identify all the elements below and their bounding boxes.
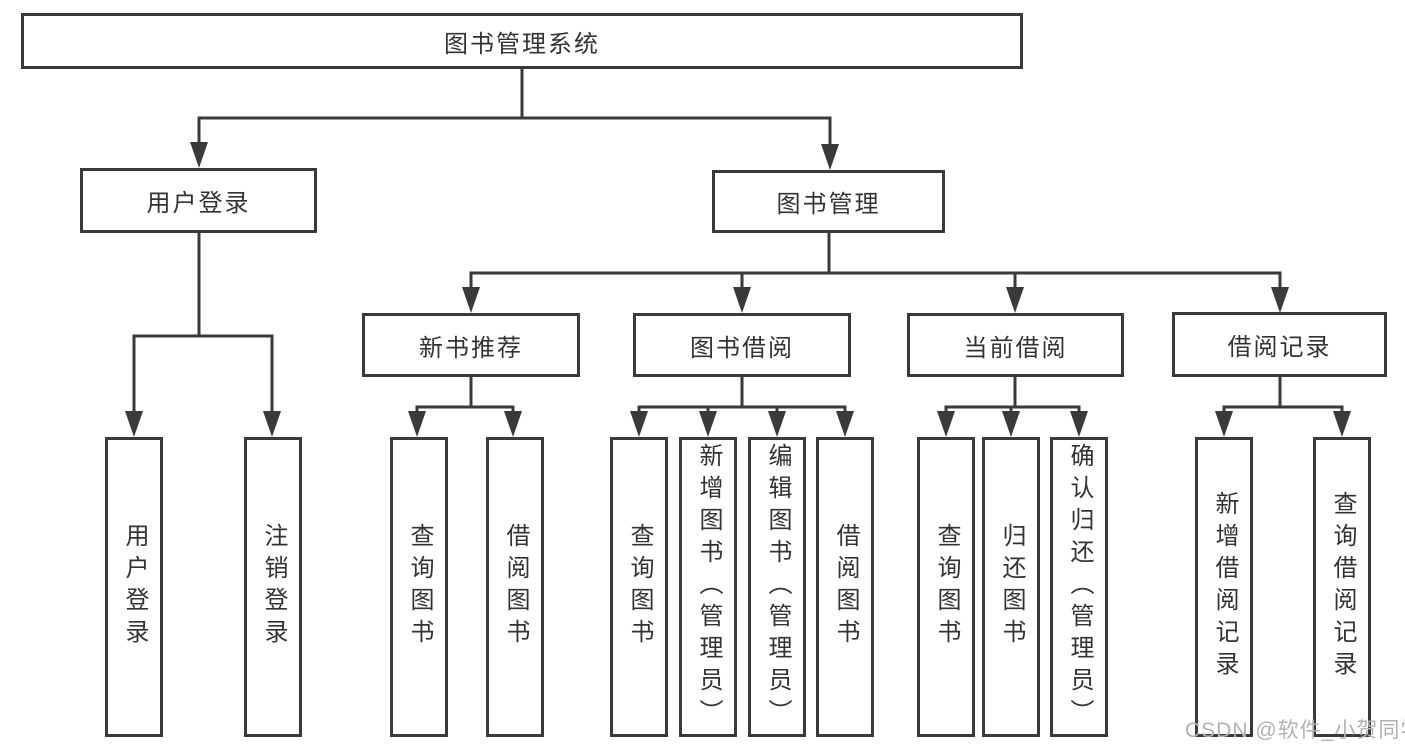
leaf-borrow-books-borrowing: 借阅图书: [816, 437, 874, 737]
leaf-add-borrow-record: 新增借阅记录: [1195, 437, 1253, 737]
node-label: 用户登录: [121, 523, 148, 651]
node-new-book-recommend: 新书推荐: [362, 313, 580, 377]
node-label: 确认归还（管理员）: [1066, 443, 1093, 731]
node-book-borrowing: 图书借阅: [633, 313, 851, 377]
node-user-login: 用户登录: [80, 168, 317, 233]
leaf-logout: 注销登录: [244, 437, 302, 737]
node-label: 新书推荐: [419, 334, 523, 362]
node-book-management: 图书管理: [712, 170, 945, 233]
node-label: 新增借阅记录: [1211, 491, 1238, 683]
leaf-query-books-current: 查询图书: [917, 437, 975, 737]
node-label: 查询借阅记录: [1329, 491, 1356, 683]
node-borrowing-records: 借阅记录: [1172, 312, 1387, 377]
leaf-add-books-admin: 新增图书（管理员）: [679, 437, 737, 737]
node-label: 借阅图书: [832, 523, 859, 651]
node-label: 查询图书: [406, 523, 433, 651]
node-label: 借阅记录: [1227, 334, 1332, 361]
node-label: 编辑图书（管理员）: [764, 443, 791, 731]
node-label: 当前借阅: [963, 334, 1068, 362]
node-label: 归还图书: [998, 523, 1025, 651]
node-label: 图书管理: [776, 191, 881, 218]
node-current-borrowing: 当前借阅: [907, 313, 1124, 377]
node-label: 借阅图书: [502, 523, 529, 651]
leaf-query-borrow-record: 查询借阅记录: [1313, 437, 1371, 737]
node-label: 查询图书: [626, 523, 653, 651]
node-label: 查询图书: [933, 523, 960, 651]
leaf-query-books-recommend: 查询图书: [390, 437, 448, 737]
node-label: 图书借阅: [690, 334, 794, 362]
node-label: 新增图书（管理员）: [695, 443, 722, 731]
node-label: 注销登录: [260, 523, 287, 651]
node-label: 用户登录: [146, 190, 251, 217]
leaf-edit-books-admin: 编辑图书（管理员）: [748, 437, 806, 737]
watermark-text: CSDN @软件_小贺同学: [1185, 719, 1405, 742]
node-label: 图书管理系统: [444, 30, 600, 58]
node-library-system: 图书管理系统: [21, 13, 1023, 69]
leaf-user-login: 用户登录: [105, 437, 163, 737]
leaf-confirm-return-admin: 确认归还（管理员）: [1050, 437, 1108, 737]
leaf-query-books-borrowing: 查询图书: [610, 437, 668, 737]
leaf-borrow-books-recommend: 借阅图书: [486, 437, 544, 737]
leaf-return-books: 归还图书: [982, 437, 1040, 737]
